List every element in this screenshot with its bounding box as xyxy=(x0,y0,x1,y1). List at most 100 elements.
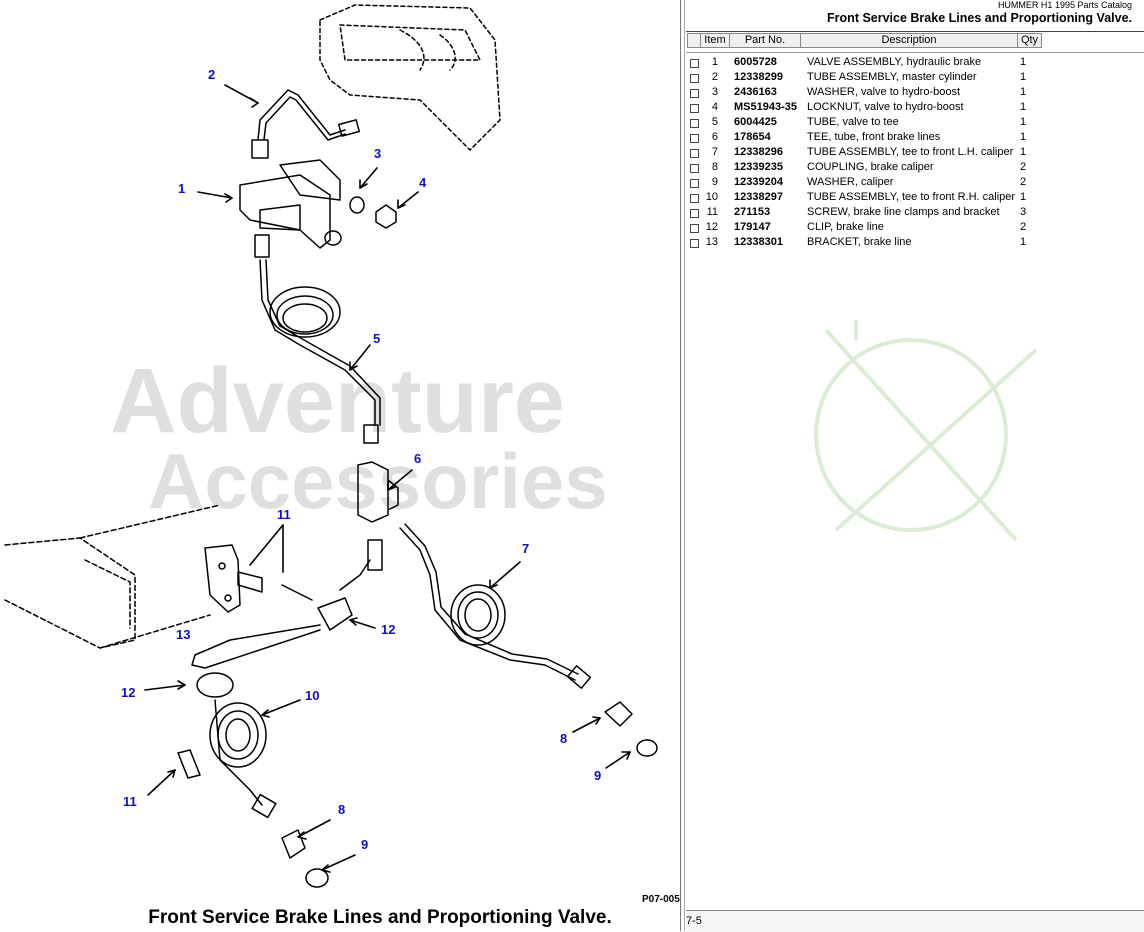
callout-13: 13 xyxy=(176,627,191,642)
row-checkbox[interactable] xyxy=(690,74,699,83)
coupling-8-lower xyxy=(281,829,306,859)
watermark-logo xyxy=(814,320,1038,542)
table-row[interactable]: 6 178654 TEE, tube, front brake lines 1 xyxy=(686,131,1144,146)
callout-1: 1 xyxy=(178,181,186,196)
callout-11-upper: 11 xyxy=(277,507,291,522)
table-row[interactable]: 7 12338296 TUBE ASSEMBLY, tee to front L… xyxy=(686,146,1144,161)
item-number: 6 xyxy=(711,131,718,143)
parts-list-panel: HUMMER H1 1995 Parts Catalog Front Servi… xyxy=(686,0,1144,932)
part-number: 12339235 xyxy=(734,161,783,173)
watermark-line1: Adventure xyxy=(110,350,565,452)
parts-diagram: Adventure Accessories xyxy=(4,4,658,888)
item-number: 12 xyxy=(705,221,718,233)
part-qty: 2 xyxy=(1020,161,1027,173)
watermark-line2: Accessories xyxy=(148,437,608,525)
row-checkbox[interactable] xyxy=(690,119,699,128)
callout-10: 10 xyxy=(305,688,320,703)
part-number: 2436163 xyxy=(734,86,777,98)
callout-4: 4 xyxy=(419,175,427,190)
part-description: WASHER, caliper xyxy=(807,176,894,188)
table-row[interactable]: 8 12339235 COUPLING, brake caliper 2 xyxy=(686,161,1144,176)
item-number: 2 xyxy=(711,71,718,83)
item-number: 11 xyxy=(706,206,718,218)
table-row[interactable]: 5 6004425 TUBE, valve to tee 1 xyxy=(686,116,1144,131)
item-number: 10 xyxy=(705,191,718,203)
row-checkbox[interactable] xyxy=(690,89,699,98)
item-number: 4 xyxy=(711,101,718,113)
frame-rail xyxy=(4,504,221,649)
screw-11-b xyxy=(281,584,313,601)
part-description: TUBE ASSEMBLY, tee to front L.H. caliper xyxy=(807,146,1014,158)
tube-right-caliper xyxy=(191,559,371,819)
callout-8-right: 8 xyxy=(560,731,568,746)
part-description: CLIP, brake line xyxy=(807,221,884,233)
row-checkbox[interactable] xyxy=(690,194,699,203)
part-number: 178654 xyxy=(734,131,771,143)
row-checkbox[interactable] xyxy=(690,149,699,158)
coupling-8-right xyxy=(604,701,633,727)
screw-11-a xyxy=(237,571,263,593)
table-row[interactable]: 9 12339204 WASHER, caliper 2 xyxy=(686,176,1144,191)
row-checkbox[interactable] xyxy=(690,209,699,218)
row-checkbox[interactable] xyxy=(690,239,699,248)
item-number: 8 xyxy=(711,161,718,173)
column-header-description[interactable]: Description xyxy=(800,33,1018,48)
table-row[interactable]: 2 12338299 TUBE ASSEMBLY, master cylinde… xyxy=(686,71,1144,86)
row-checkbox[interactable] xyxy=(690,224,699,233)
header-divider xyxy=(686,31,1144,32)
table-row[interactable]: 4 MS51943-35 LOCKNUT, valve to hydro-boo… xyxy=(686,101,1144,116)
part-description: COUPLING, brake caliper xyxy=(807,161,934,173)
table-row[interactable]: 1 6005728 VALVE ASSEMBLY, hydraulic brak… xyxy=(686,56,1144,71)
table-row[interactable]: 11 271153 SCREW, brake line clamps and b… xyxy=(686,206,1144,221)
item-number: 7 xyxy=(711,146,718,158)
part-description: VALVE ASSEMBLY, hydraulic brake xyxy=(807,56,982,68)
figure-caption: Front Service Brake Lines and Proportion… xyxy=(148,907,612,928)
part-qty: 1 xyxy=(1020,191,1027,203)
row-checkbox[interactable] xyxy=(690,104,699,113)
clip-12-upper xyxy=(317,597,353,631)
tube-master-cylinder xyxy=(251,89,360,159)
table-row[interactable]: 13 12338301 BRACKET, brake line 1 xyxy=(686,236,1144,251)
table-row[interactable]: 10 12338297 TUBE ASSEMBLY, tee to front … xyxy=(686,191,1144,206)
callout-3: 3 xyxy=(374,146,382,161)
screw-11-c xyxy=(177,749,201,779)
part-number: 12339204 xyxy=(734,176,783,188)
part-number: 6004425 xyxy=(734,116,777,128)
row-checkbox[interactable] xyxy=(690,134,699,143)
washer-9-right xyxy=(636,739,658,757)
column-header-select[interactable] xyxy=(687,33,701,48)
table-row[interactable]: 3 2436163 WASHER, valve to hydro-boost 1 xyxy=(686,86,1144,101)
leader-arrows xyxy=(144,84,631,873)
catalog-header: HUMMER H1 1995 Parts Catalog Front Servi… xyxy=(827,0,1132,26)
part-description: TUBE ASSEMBLY, master cylinder xyxy=(807,71,977,83)
bracket-13 xyxy=(204,544,241,613)
part-description: LOCKNUT, valve to hydro-boost xyxy=(807,101,964,113)
part-description: WASHER, valve to hydro-boost xyxy=(807,86,961,98)
item-number: 13 xyxy=(705,236,718,248)
part-number: 6005728 xyxy=(734,56,777,68)
part-description: TEE, tube, front brake lines xyxy=(807,131,941,143)
part-qty: 1 xyxy=(1020,101,1027,113)
panel-divider[interactable] xyxy=(680,0,681,931)
row-checkbox[interactable] xyxy=(690,179,699,188)
locknut-4 xyxy=(375,204,397,229)
part-number: 179147 xyxy=(734,221,771,233)
part-qty: 1 xyxy=(1020,71,1027,83)
column-header-part-no[interactable]: Part No. xyxy=(729,33,801,48)
parts-table: 1 6005728 VALVE ASSEMBLY, hydraulic brak… xyxy=(686,56,1144,251)
part-qty: 3 xyxy=(1020,206,1027,218)
tube-valve-to-tee xyxy=(259,259,381,444)
part-number: 12338296 xyxy=(734,146,783,158)
item-number: 3 xyxy=(711,86,718,98)
row-checkbox[interactable] xyxy=(690,59,699,68)
table-row[interactable]: 12 179147 CLIP, brake line 2 xyxy=(686,221,1144,236)
callout-9-lower: 9 xyxy=(361,837,369,852)
column-header-item[interactable]: Item xyxy=(700,33,730,48)
callout-5: 5 xyxy=(373,331,381,346)
washer-3 xyxy=(349,196,365,214)
row-checkbox[interactable] xyxy=(690,164,699,173)
column-header-qty[interactable]: Qty xyxy=(1017,33,1042,48)
callout-8-lower: 8 xyxy=(338,802,346,817)
tube-left-caliper xyxy=(399,523,592,689)
part-qty: 1 xyxy=(1020,56,1027,68)
